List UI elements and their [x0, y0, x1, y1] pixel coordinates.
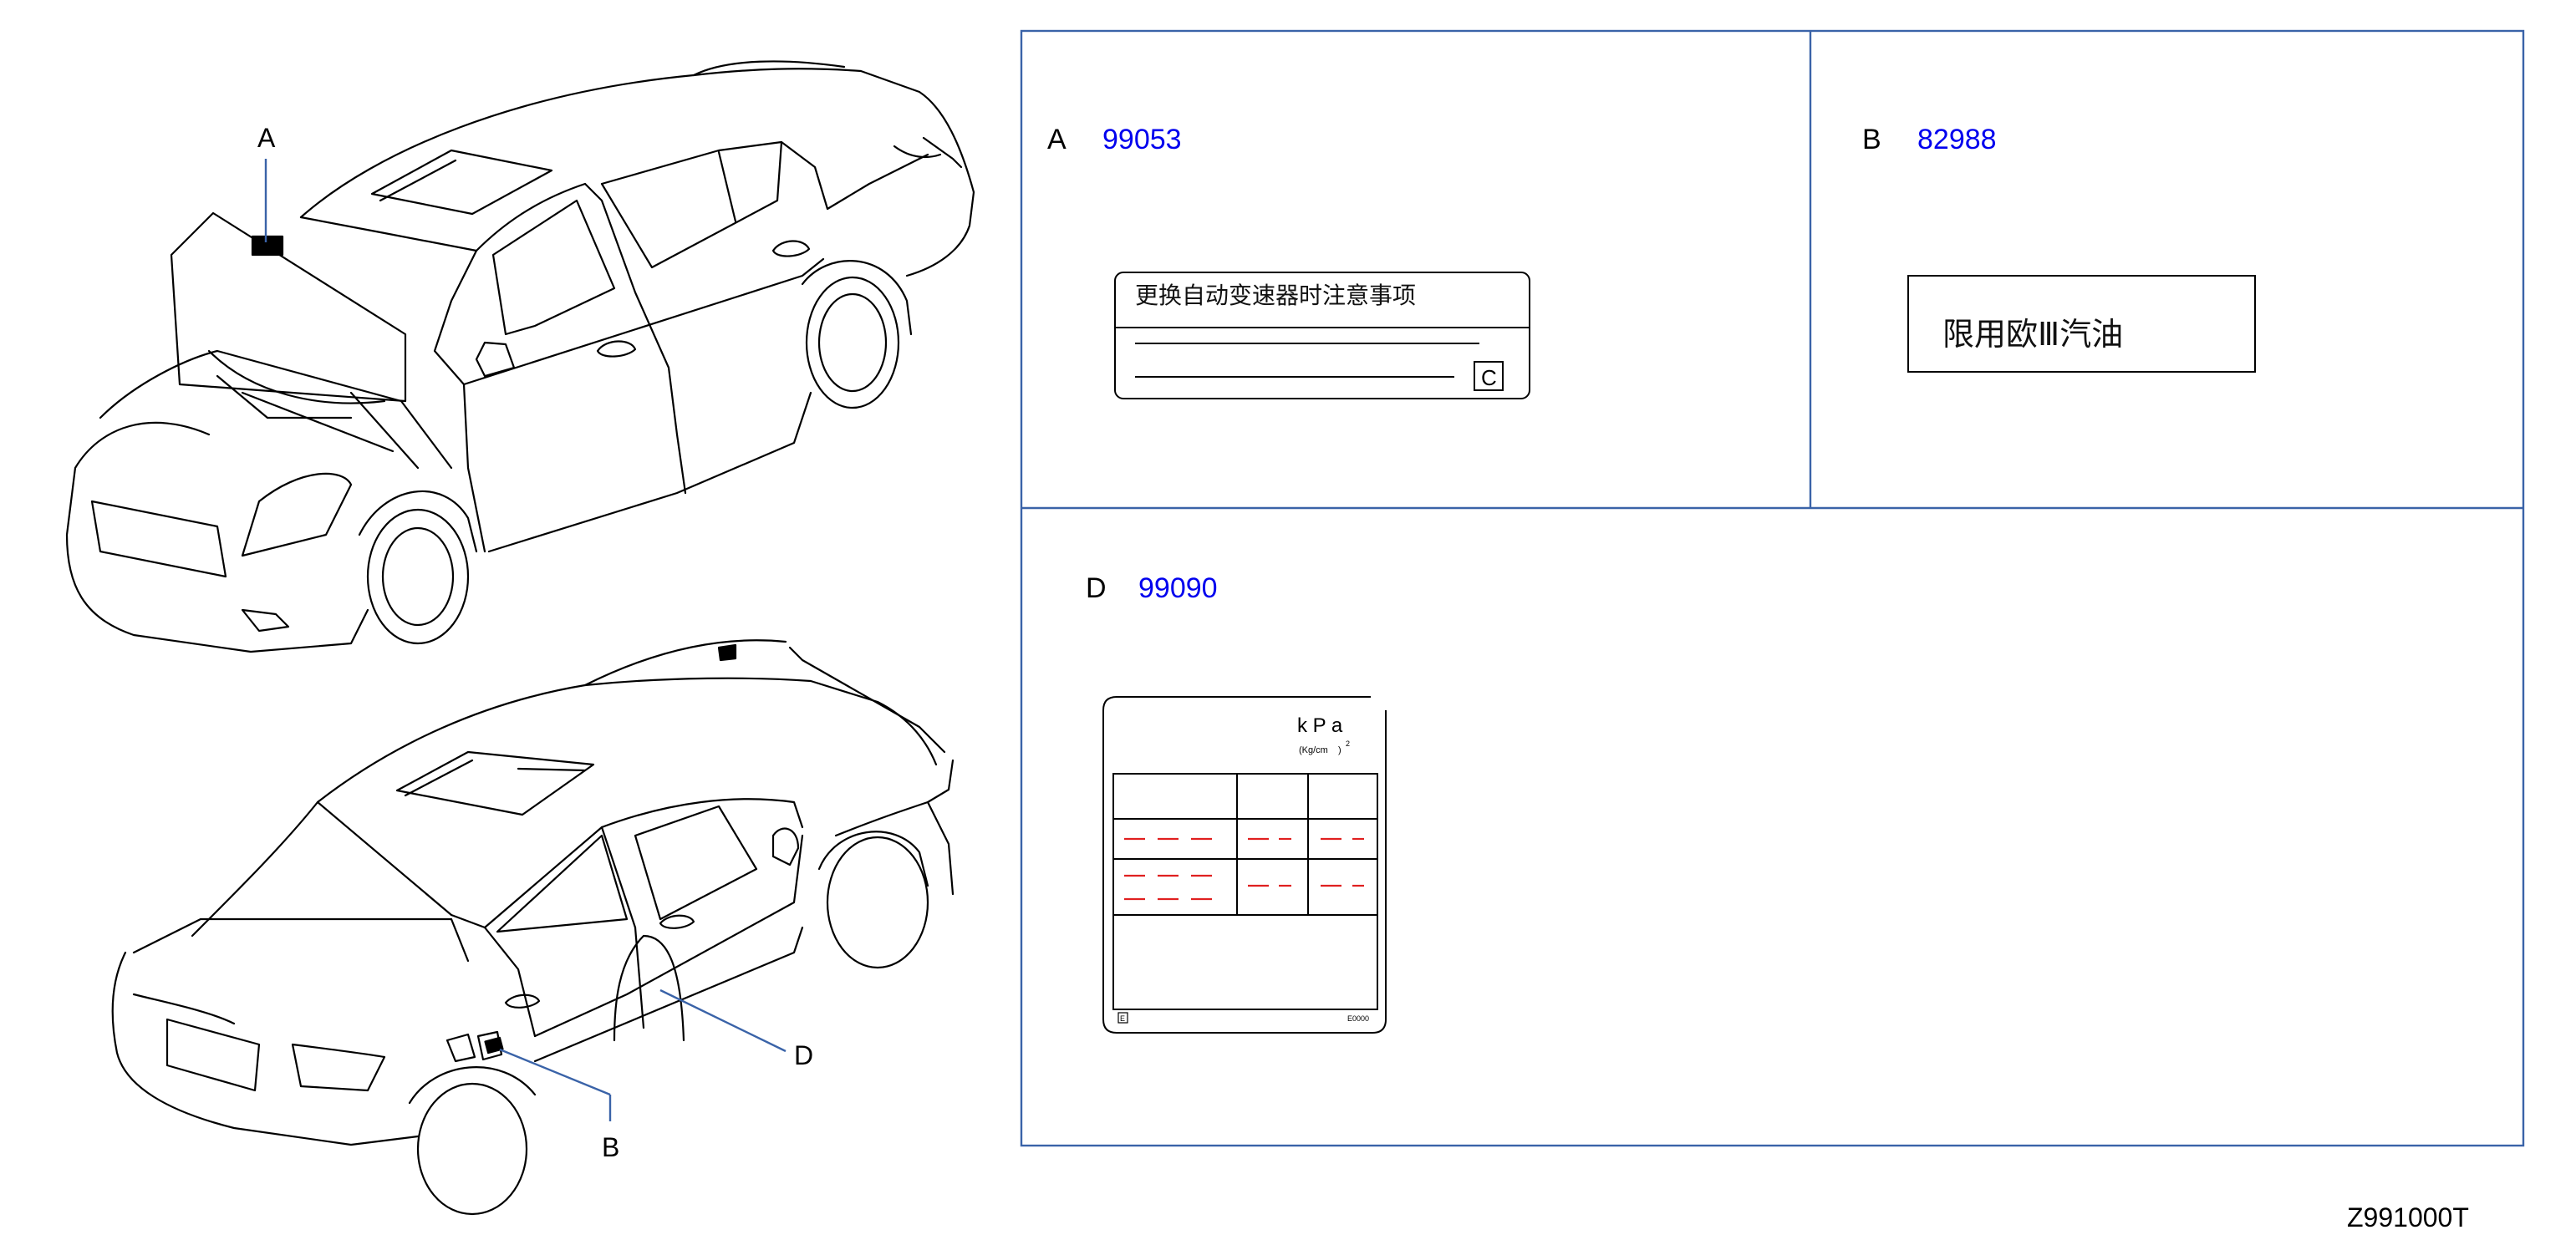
section-b-part-number[interactable]: 82988 — [1917, 124, 1997, 155]
drawing-code: Z991000T — [2347, 1202, 2469, 1232]
callout-a: A — [257, 123, 276, 153]
section-d-part-number[interactable]: 99090 — [1138, 572, 1218, 604]
car-front-hood-open — [65, 60, 975, 653]
section-d: D 99090 k P a (Kg/cm 2 ) — [1086, 572, 1387, 1034]
label-a-drawing: 更换自动变速器时注意事项 C — [1114, 272, 1530, 399]
label-d-unit-sup: 2 — [1346, 739, 1350, 748]
car-rear-view — [111, 639, 955, 1216]
label-d-footer-right: E0000 — [1347, 1014, 1369, 1023]
callout-b: B — [602, 1132, 619, 1162]
label-a-badge: C — [1481, 365, 1497, 390]
label-reference-frame — [1020, 29, 2525, 1147]
section-b-letter: B — [1862, 124, 1881, 155]
section-a-part-number[interactable]: 99053 — [1102, 124, 1182, 155]
label-d-unit-sub: (Kg/cm — [1299, 745, 1328, 755]
section-a: A 99053 更换自动变速器时注意事项 C — [1047, 124, 1530, 399]
callout-d: D — [794, 1040, 813, 1070]
label-d-footer-left: E — [1120, 1014, 1125, 1023]
label-b-text: 限用欧Ⅲ汽油 — [1942, 316, 2123, 353]
section-a-letter: A — [1047, 124, 1067, 155]
leader-lines — [264, 159, 787, 1121]
label-d-placeholder-dashes — [1124, 837, 1364, 901]
label-d-unit-close: ) — [1338, 745, 1341, 755]
section-d-letter: D — [1086, 572, 1107, 604]
label-d-unit: k P a — [1297, 714, 1343, 737]
label-b-drawing: 限用欧Ⅲ汽油 — [1907, 275, 2256, 373]
section-b: B 82988 限用欧Ⅲ汽油 — [1862, 124, 2256, 373]
label-a-title: 更换自动变速器时注意事项 — [1135, 282, 1416, 309]
label-d-drawing: k P a (Kg/cm 2 ) E E0000 — [1102, 696, 1387, 1034]
